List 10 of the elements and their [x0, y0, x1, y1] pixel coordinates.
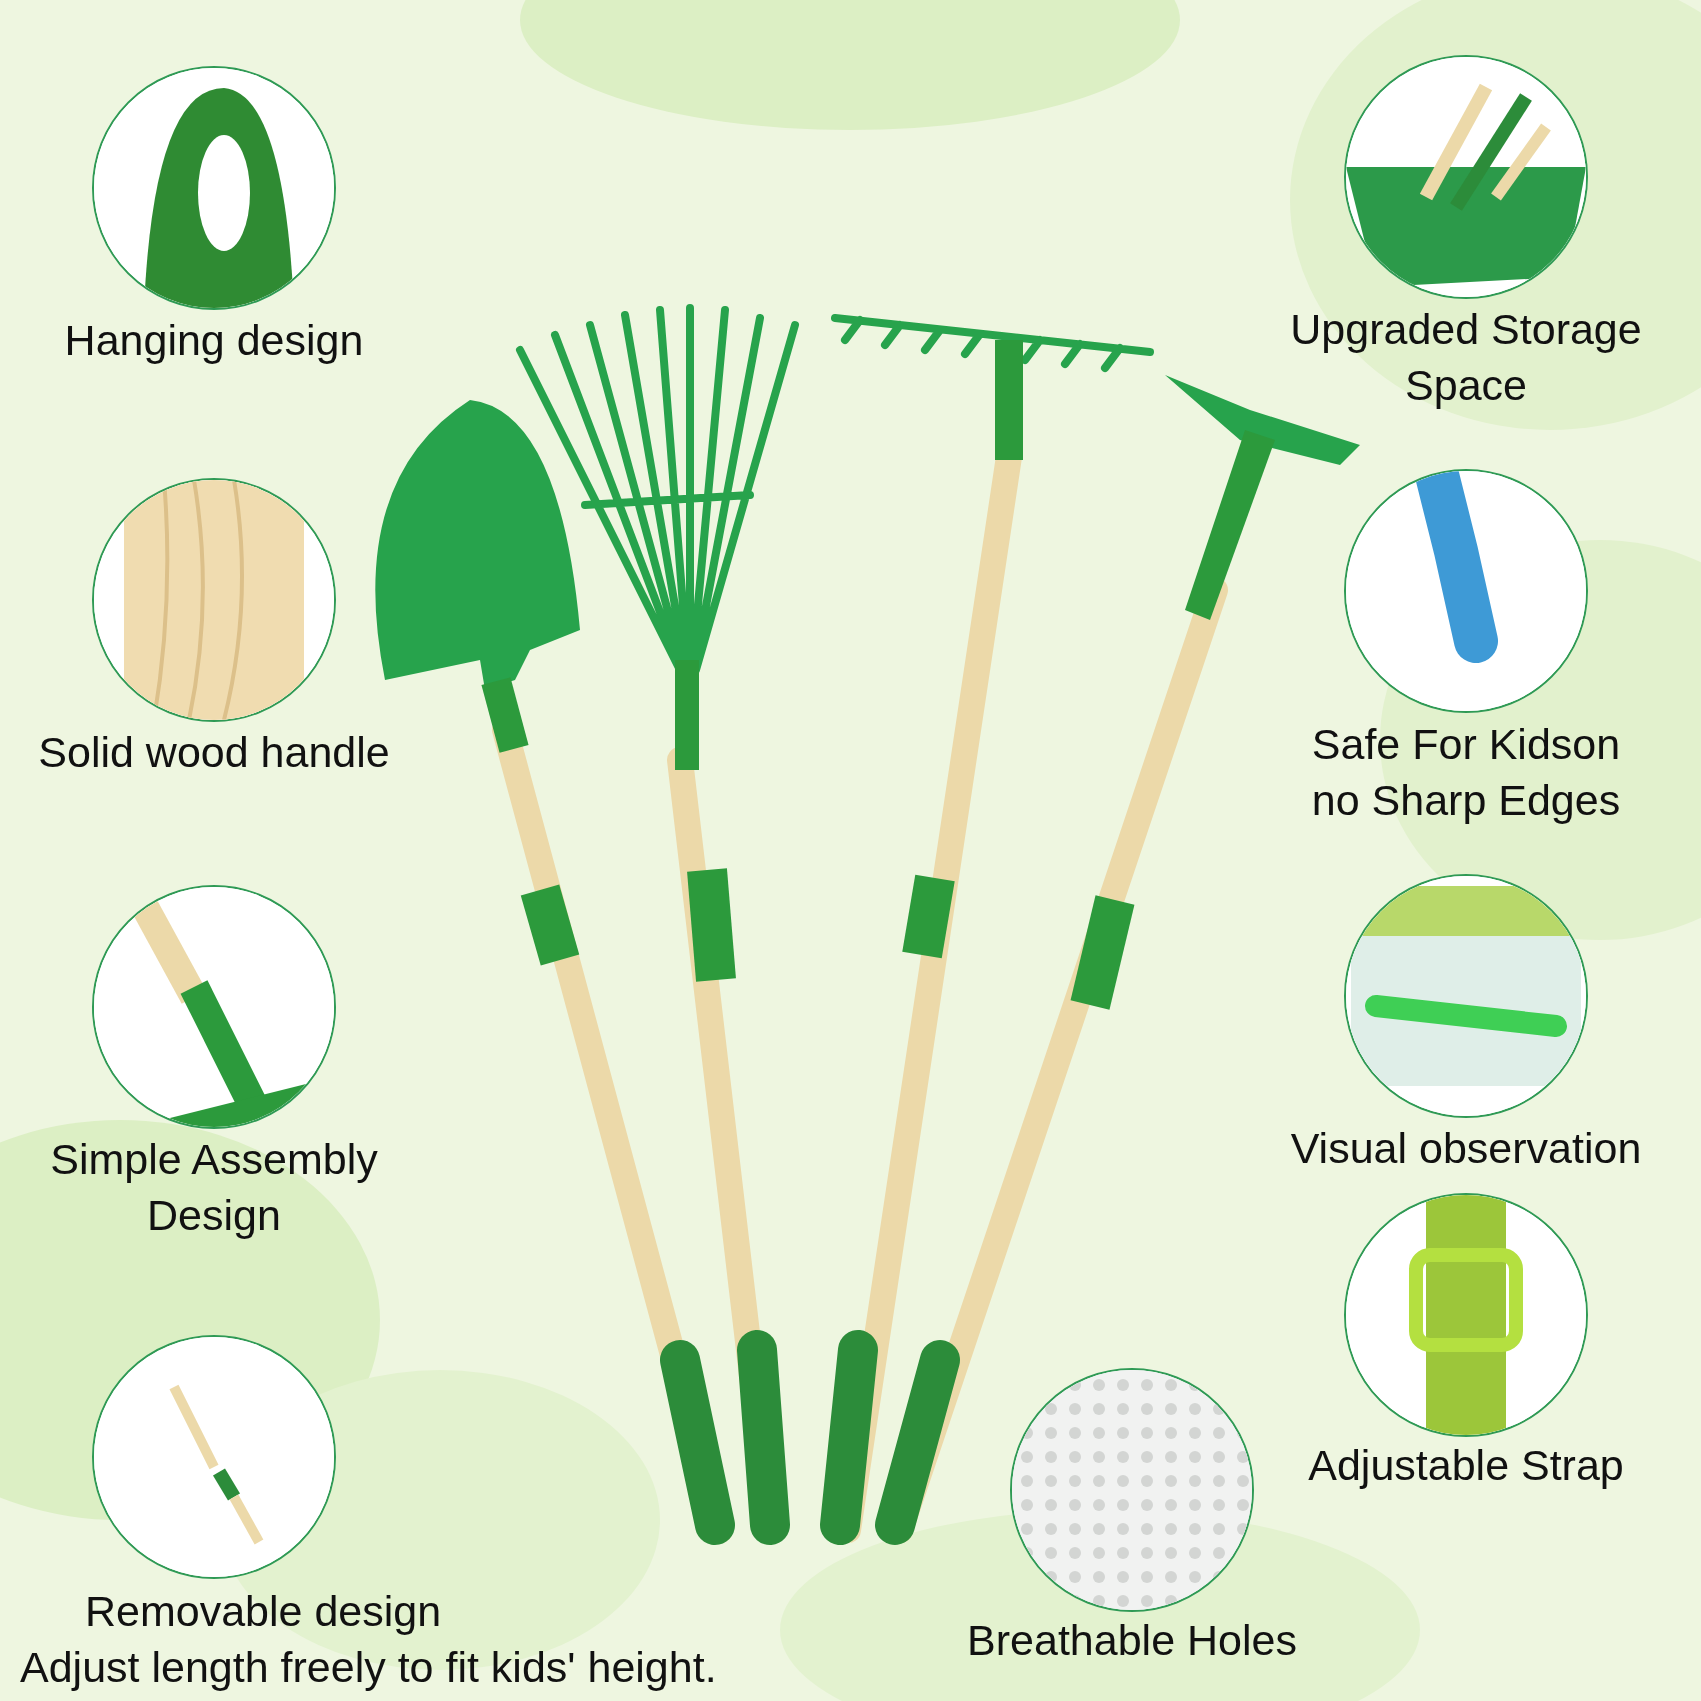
- feature-caption: Visual observation: [1289, 1123, 1643, 1174]
- feature-caption: Safe For Kidson no Sharp Edges: [1310, 719, 1622, 826]
- feature-caption: Upgraded Storage Space: [1289, 304, 1643, 411]
- feature-caption: Removable design: [84, 1586, 443, 1637]
- feature-caption: Breathable Holes: [966, 1615, 1298, 1666]
- feature-caption: Hanging design: [63, 315, 365, 366]
- feature-caption: Solid wood handle: [37, 727, 391, 778]
- feature-description: Adjust length freely to fit kids' height.: [20, 1642, 718, 1693]
- feature-caption: Simple Assembly Design: [49, 1134, 379, 1241]
- feature-caption: Adjustable Strap: [1307, 1440, 1625, 1491]
